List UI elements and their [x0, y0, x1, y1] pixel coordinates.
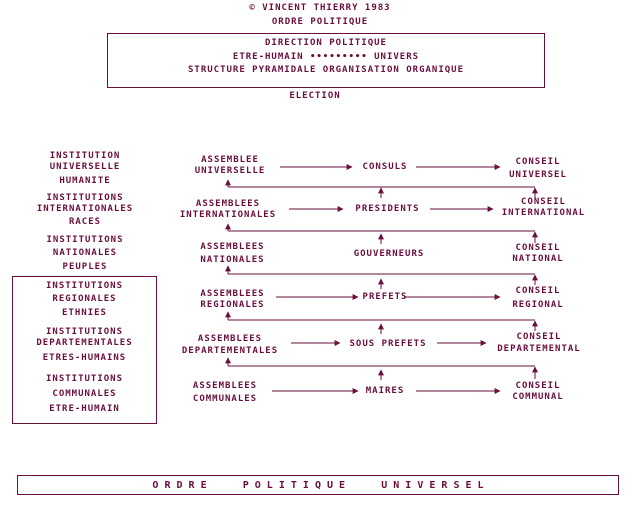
assembly-2-line-1: ASSEMBLEES [195, 199, 261, 209]
council-6-line-1: CONSEIL [515, 381, 561, 391]
institution-nationales-title: INSTITUTIONS [46, 235, 124, 245]
council-4-line-2: REGIONAL [512, 300, 564, 310]
direction-line-3: STRUCTURE PYRAMIDALE ORGANISATION ORGANI… [188, 65, 464, 75]
council-6-line-2: COMMUNAL [512, 392, 564, 402]
institution-departementales-title: INSTITUTIONS [45, 327, 124, 337]
executive-2: PRESIDENTS [355, 204, 420, 214]
assembly-3-line-2: NATIONALES [200, 255, 265, 265]
assembly-5-line-2: DEPARTEMENTALES [181, 346, 279, 356]
institution-regionales-name: REGIONALES [52, 294, 117, 304]
footer-box [17, 475, 619, 495]
council-5-line-1: CONSEIL [516, 332, 562, 342]
assembly-2-line-2: INTERNATIONALES [179, 210, 277, 220]
institution-departementales-people: ETRES-HUMAINS [42, 353, 127, 363]
institution-communales-people: ETRE-HUMAIN [49, 404, 120, 414]
institution-regionales-title: INSTITUTIONS [45, 281, 124, 291]
institution-nationales-name: NATIONALES [52, 248, 118, 258]
direction-line-1: DIRECTION POLITIQUE [265, 38, 387, 48]
council-3-line-2: NATIONAL [512, 254, 564, 264]
executive-6: MAIRES [365, 386, 405, 396]
council-5-line-2: DEPARTEMENTAL [497, 344, 581, 354]
election-label: ELECTION [289, 91, 341, 101]
institution-internationales-people: RACES [68, 217, 102, 227]
assembly-5-line-1: ASSEMBLEES [197, 334, 263, 344]
assembly-6-line-1: ASSEMBLEES [192, 381, 258, 391]
council-3-line-1: CONSEIL [515, 243, 561, 253]
assembly-4-line-1: ASSEMBLEES [200, 289, 265, 299]
council-4-line-1: CONSEIL [515, 286, 561, 296]
direction-box: DIRECTION POLITIQUE ETRE-HUMAIN ••••••••… [107, 33, 545, 88]
assembly-1-line-2: UNIVERSELLE [194, 166, 266, 176]
executive-5: SOUS PREFETS [349, 339, 427, 349]
council-1-line-1: CONSEIL [515, 157, 561, 167]
executive-3: GOUVERNEURS [353, 249, 425, 259]
copyright-line: © VINCENT THIERRY 1983 [249, 3, 391, 13]
institution-departementales-name: DEPARTEMENTALES [36, 338, 133, 348]
institution-internationales-name: INTERNATIONALES [36, 204, 134, 214]
assembly-3-line-1: ASSEMBLEES [200, 242, 265, 252]
council-2-line-2: INTERNATIONAL [501, 208, 586, 218]
council-1-line-2: UNIVERSEL [509, 170, 567, 180]
council-2-line-1: CONSEIL [521, 197, 566, 207]
institution-universelle-title: INSTITUTION [49, 151, 121, 161]
direction-line-2: ETRE-HUMAIN ••••••••• UNIVERS [232, 52, 420, 62]
institution-communales-name: COMMUNALES [52, 389, 117, 399]
institution-universelle-people: HUMANITE [59, 176, 111, 186]
executive-1: CONSULS [362, 162, 408, 172]
executive-4: PREFETS [362, 292, 408, 302]
assembly-6-line-2: COMMUNALES [192, 394, 258, 404]
institution-universelle-name: UNIVERSELLE [49, 162, 121, 172]
page-title: ORDRE POLITIQUE [271, 17, 369, 27]
institution-nationales-people: PEUPLES [62, 262, 108, 272]
assembly-1-line-1: ASSEMBLEE [201, 155, 259, 165]
institution-internationales-title: INSTITUTIONS [46, 193, 124, 203]
institution-regionales-people: ETHNIES [62, 308, 107, 318]
institution-communales-title: INSTITUTIONS [45, 374, 124, 384]
lower-institutions-box [12, 276, 157, 424]
footer-title: O R D R E P O L I T I Q U E U N I V E R … [152, 480, 484, 491]
assembly-4-line-2: REGIONALES [200, 300, 265, 310]
